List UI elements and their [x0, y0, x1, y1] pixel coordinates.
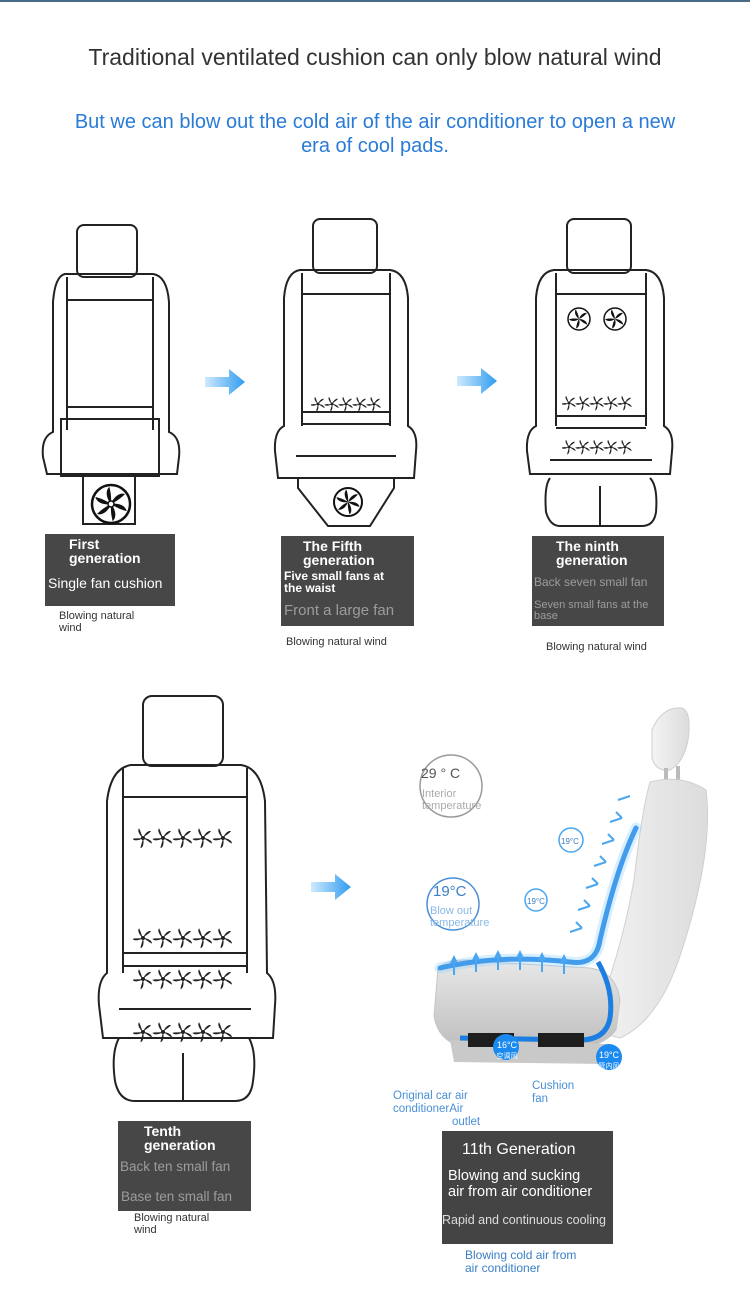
seat-tenth-generation [97, 695, 277, 1102]
inner-temp: 19°C 管内风 [598, 1050, 620, 1070]
seat-first-generation [41, 224, 181, 525]
small-temp-b: 19°C [527, 897, 545, 906]
blow-temp-value: 19°C [433, 883, 467, 900]
caption-ninth-generation: Blowing natural wind [546, 641, 647, 653]
seat-fifth-generation [273, 218, 418, 527]
small-fan-row [133, 969, 232, 990]
label-first-generation: First generation Single fan cushion [45, 534, 175, 606]
headline: Traditional ventilated cushion can only … [88, 44, 662, 70]
large-fan-icon [90, 483, 132, 525]
small-temp-a: 19°C [561, 837, 579, 846]
label-eleventh-generation: 11th Generation Blowing and sucking air … [442, 1131, 613, 1244]
small-fan-row [562, 395, 632, 411]
right-arrow-icon [311, 874, 351, 900]
seat-ninth-generation [525, 218, 674, 527]
subheadline: But we can blow out the cold air of the … [74, 111, 676, 157]
right-arrow-icon [457, 368, 497, 394]
small-fan-row [133, 828, 232, 849]
ac-outlet-label: Original car air conditionerAir outlet [393, 1090, 481, 1128]
small-fan-row [311, 396, 381, 412]
air-conditioned-seat-illustration [433, 707, 709, 1070]
interior-temp-value: 29 ° C [421, 765, 461, 781]
label-tenth-generation: Tenth generation Back ten small fan Base… [118, 1121, 251, 1211]
interior-temp-label: Interior temperature [422, 788, 482, 812]
right-arrow-icon [205, 369, 245, 395]
small-fan-row [133, 928, 232, 949]
cushion-fan-label: Cushion fan [532, 1080, 575, 1105]
caption-first-generation: Blowing natural wind [59, 610, 135, 634]
blow-temp-ring [426, 877, 480, 931]
fan-pair-icon [567, 307, 627, 331]
large-fan-icon [333, 487, 363, 517]
small-fan-row [133, 1022, 232, 1043]
caption-eleventh-generation: Blowing cold air from air conditioner [465, 1248, 577, 1275]
label-ninth-generation: The ninth generation Back seven small fa… [532, 536, 664, 626]
top-divider [0, 0, 750, 2]
blow-temp-label: Blow out temperature [430, 905, 490, 929]
outlet-temp: 16°C 空调风 [496, 1040, 518, 1060]
caption-fifth-generation: Blowing natural wind [286, 636, 387, 648]
label-fifth-generation: The Fifth generation Five small fans at … [281, 536, 414, 626]
interior-temp-ring [419, 754, 483, 818]
small-fan-row [562, 439, 632, 455]
caption-tenth-generation: Blowing natural wind [134, 1212, 210, 1236]
